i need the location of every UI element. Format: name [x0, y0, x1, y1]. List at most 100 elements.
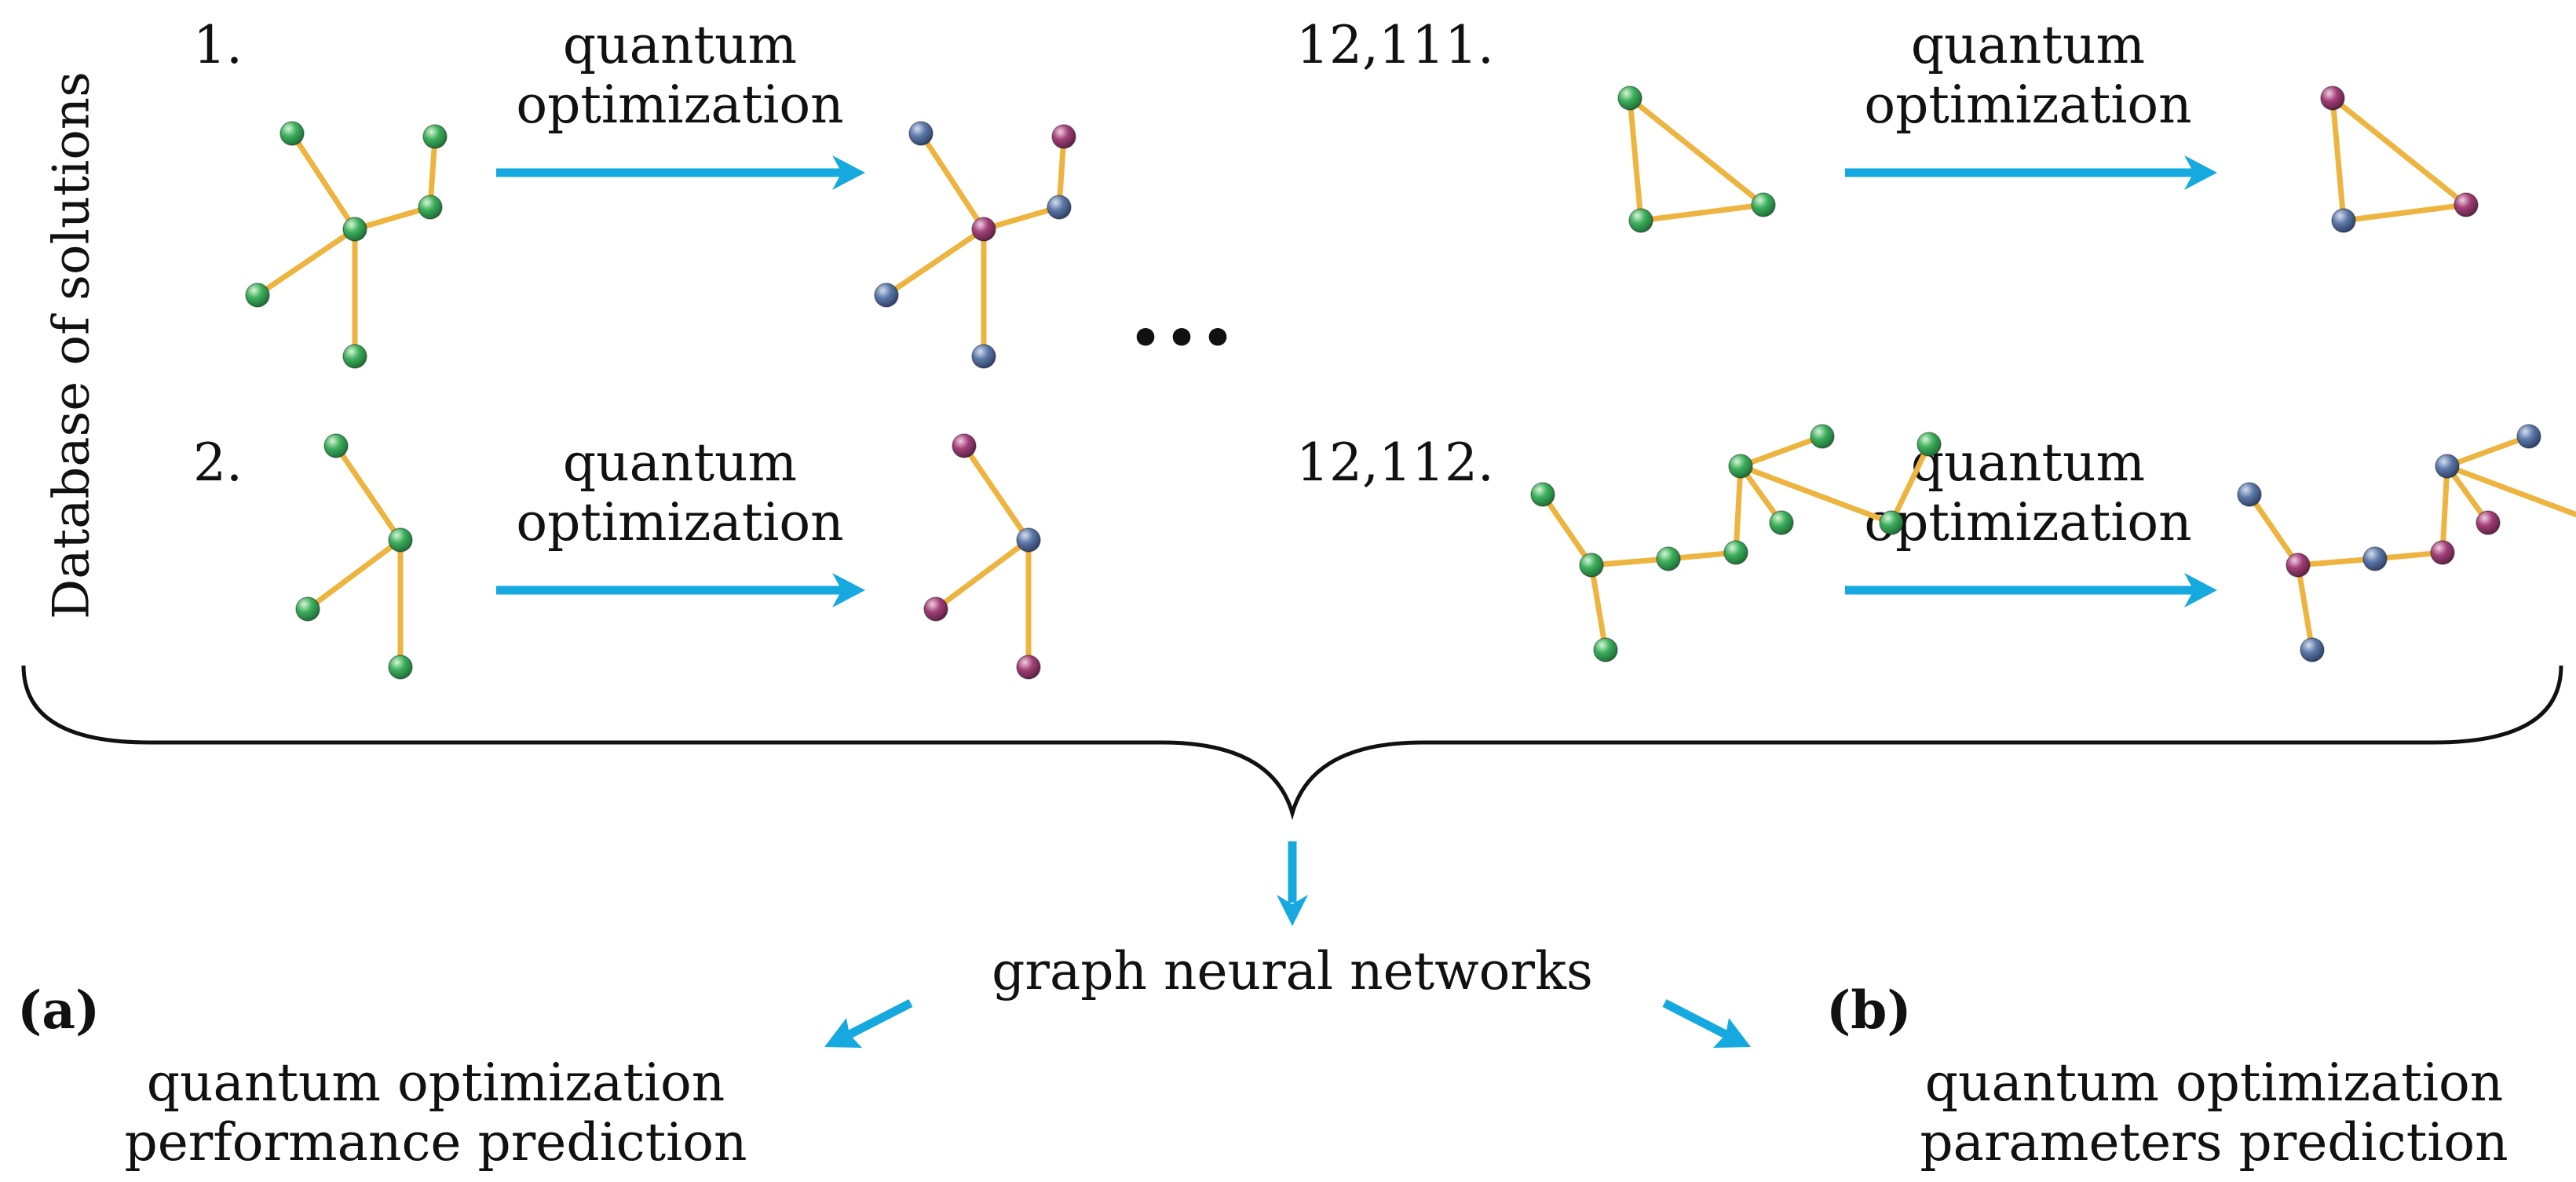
graph-node-green [295, 596, 320, 622]
optimization-arrow-12112 [1845, 573, 2217, 607]
graph-node-green [1579, 553, 1604, 578]
graph-edge [1888, 441, 1932, 526]
arrow-to-output-b [1662, 999, 1751, 1048]
ellipsis: ••• [1127, 304, 1236, 374]
graph-node-green [342, 344, 367, 369]
graph-2-before [295, 433, 413, 680]
output-b-line1: quantum optimization [1925, 1052, 2504, 1113]
graph-edge [2340, 202, 2469, 224]
graph-node-purple [952, 433, 977, 458]
output-b-line2: parameters prediction [1920, 1112, 2508, 1173]
optimization-arrows [496, 155, 2217, 607]
graph-node-green [1628, 208, 1653, 233]
graph-node-purple [2476, 510, 2501, 535]
graph-12111-before [1617, 86, 1776, 233]
arrow-to-output-a [824, 999, 913, 1048]
arrow-label-12112-line1: quantum [1911, 432, 2145, 493]
graph-edge [2295, 556, 2378, 568]
side-label: Database of solutions [43, 71, 101, 619]
graph-edge [1588, 562, 1609, 653]
graph-node-blue [2300, 637, 2325, 662]
optimization-arrow-12111 [1845, 155, 2217, 190]
example-index-12111: 12,111. [1296, 15, 1494, 75]
graph-node-green [323, 433, 349, 458]
graph-edge [254, 226, 358, 298]
arrow-label-1-line1: quantum [563, 15, 797, 75]
graph-edge [333, 443, 404, 543]
graph-node-purple [923, 596, 948, 622]
graph-node-green [422, 124, 448, 149]
graph-node-green [1728, 454, 1753, 479]
graph-node-purple [2454, 192, 2479, 217]
graph-node-green [1723, 540, 1748, 565]
arrow-label-12112-line2: optimization [1864, 492, 2191, 553]
graph-12111-after [2320, 86, 2479, 233]
graph-node-green [1617, 86, 1642, 111]
graph-edge [1638, 202, 1767, 224]
graph-edge [883, 226, 987, 298]
graph-edge [1056, 133, 1067, 210]
graph-edge [2246, 491, 2301, 568]
gnn-label: graph neural networks [992, 941, 1593, 1001]
graph-node-blue [2331, 208, 2356, 233]
graph-node-green [1530, 482, 1555, 507]
graph-node-green [1751, 192, 1776, 217]
output-a-line2: performance prediction [124, 1112, 747, 1173]
example-index-1: 1. [193, 15, 243, 75]
graph-edge [2444, 463, 2576, 518]
graph-edge [1627, 95, 1644, 224]
graph-edge [289, 130, 358, 232]
graph-edge [427, 133, 438, 210]
down-arrow [1277, 841, 1308, 926]
graph-node-green [280, 121, 305, 146]
graph-edge [2439, 463, 2450, 556]
graph-12112-before [1530, 424, 1942, 662]
arrow-label-2-line1: quantum [563, 432, 797, 493]
graph-node-green [1810, 424, 1835, 449]
curly-brace [21, 665, 2563, 820]
graph-edge [305, 537, 404, 612]
graph-node-green [418, 195, 443, 220]
arrow-label-12111-line1: quantum [1911, 15, 2145, 75]
graph-1-before [245, 121, 448, 369]
example-index-12112: 12,112. [1296, 432, 1494, 493]
graph-edge [2329, 95, 2469, 208]
graph-edge [352, 204, 433, 232]
graph-node-blue [874, 283, 899, 308]
graph-edge [2444, 433, 2532, 469]
graph-12112-after [2237, 424, 2576, 662]
graph-node-blue [2435, 454, 2460, 479]
graph-node-blue [1047, 195, 1072, 220]
output-a-tag: (a) [17, 980, 100, 1041]
graph-node-green [342, 217, 367, 242]
graph-node-green [1656, 546, 1681, 571]
graph-node-purple [2286, 553, 2311, 578]
graph-node-purple [2430, 540, 2455, 565]
graph-edge [2329, 95, 2347, 224]
graph-node-green [1879, 510, 1904, 535]
graph-node-blue [2362, 546, 2388, 571]
graph-node-green [1916, 432, 1942, 457]
graph-2-after [923, 433, 1041, 680]
arrow-label-12111-line2: optimization [1864, 75, 2191, 135]
graph-edge [961, 443, 1032, 543]
optimization-arrow-1 [496, 155, 865, 190]
graph-edge [981, 204, 1062, 232]
graph-edge [1737, 463, 1895, 526]
graph-node-blue [971, 344, 996, 369]
graph-node-green [388, 527, 413, 553]
graph-node-green [1593, 637, 1618, 662]
graph-edge [1733, 463, 1744, 556]
graph-node-blue [1016, 527, 1041, 553]
graph-edge [2295, 562, 2315, 653]
graph-edge [1627, 95, 1767, 208]
graph-node-blue [2237, 482, 2262, 507]
arrow-label-1-line2: optimization [516, 75, 843, 135]
graph-1-after [874, 121, 1076, 369]
graph-node-purple [2320, 86, 2345, 111]
graph-node-purple [1051, 124, 1076, 149]
graph-node-blue [2516, 424, 2541, 449]
graph-edge [1540, 491, 1595, 568]
arrow-label-2-line2: optimization [516, 492, 843, 553]
